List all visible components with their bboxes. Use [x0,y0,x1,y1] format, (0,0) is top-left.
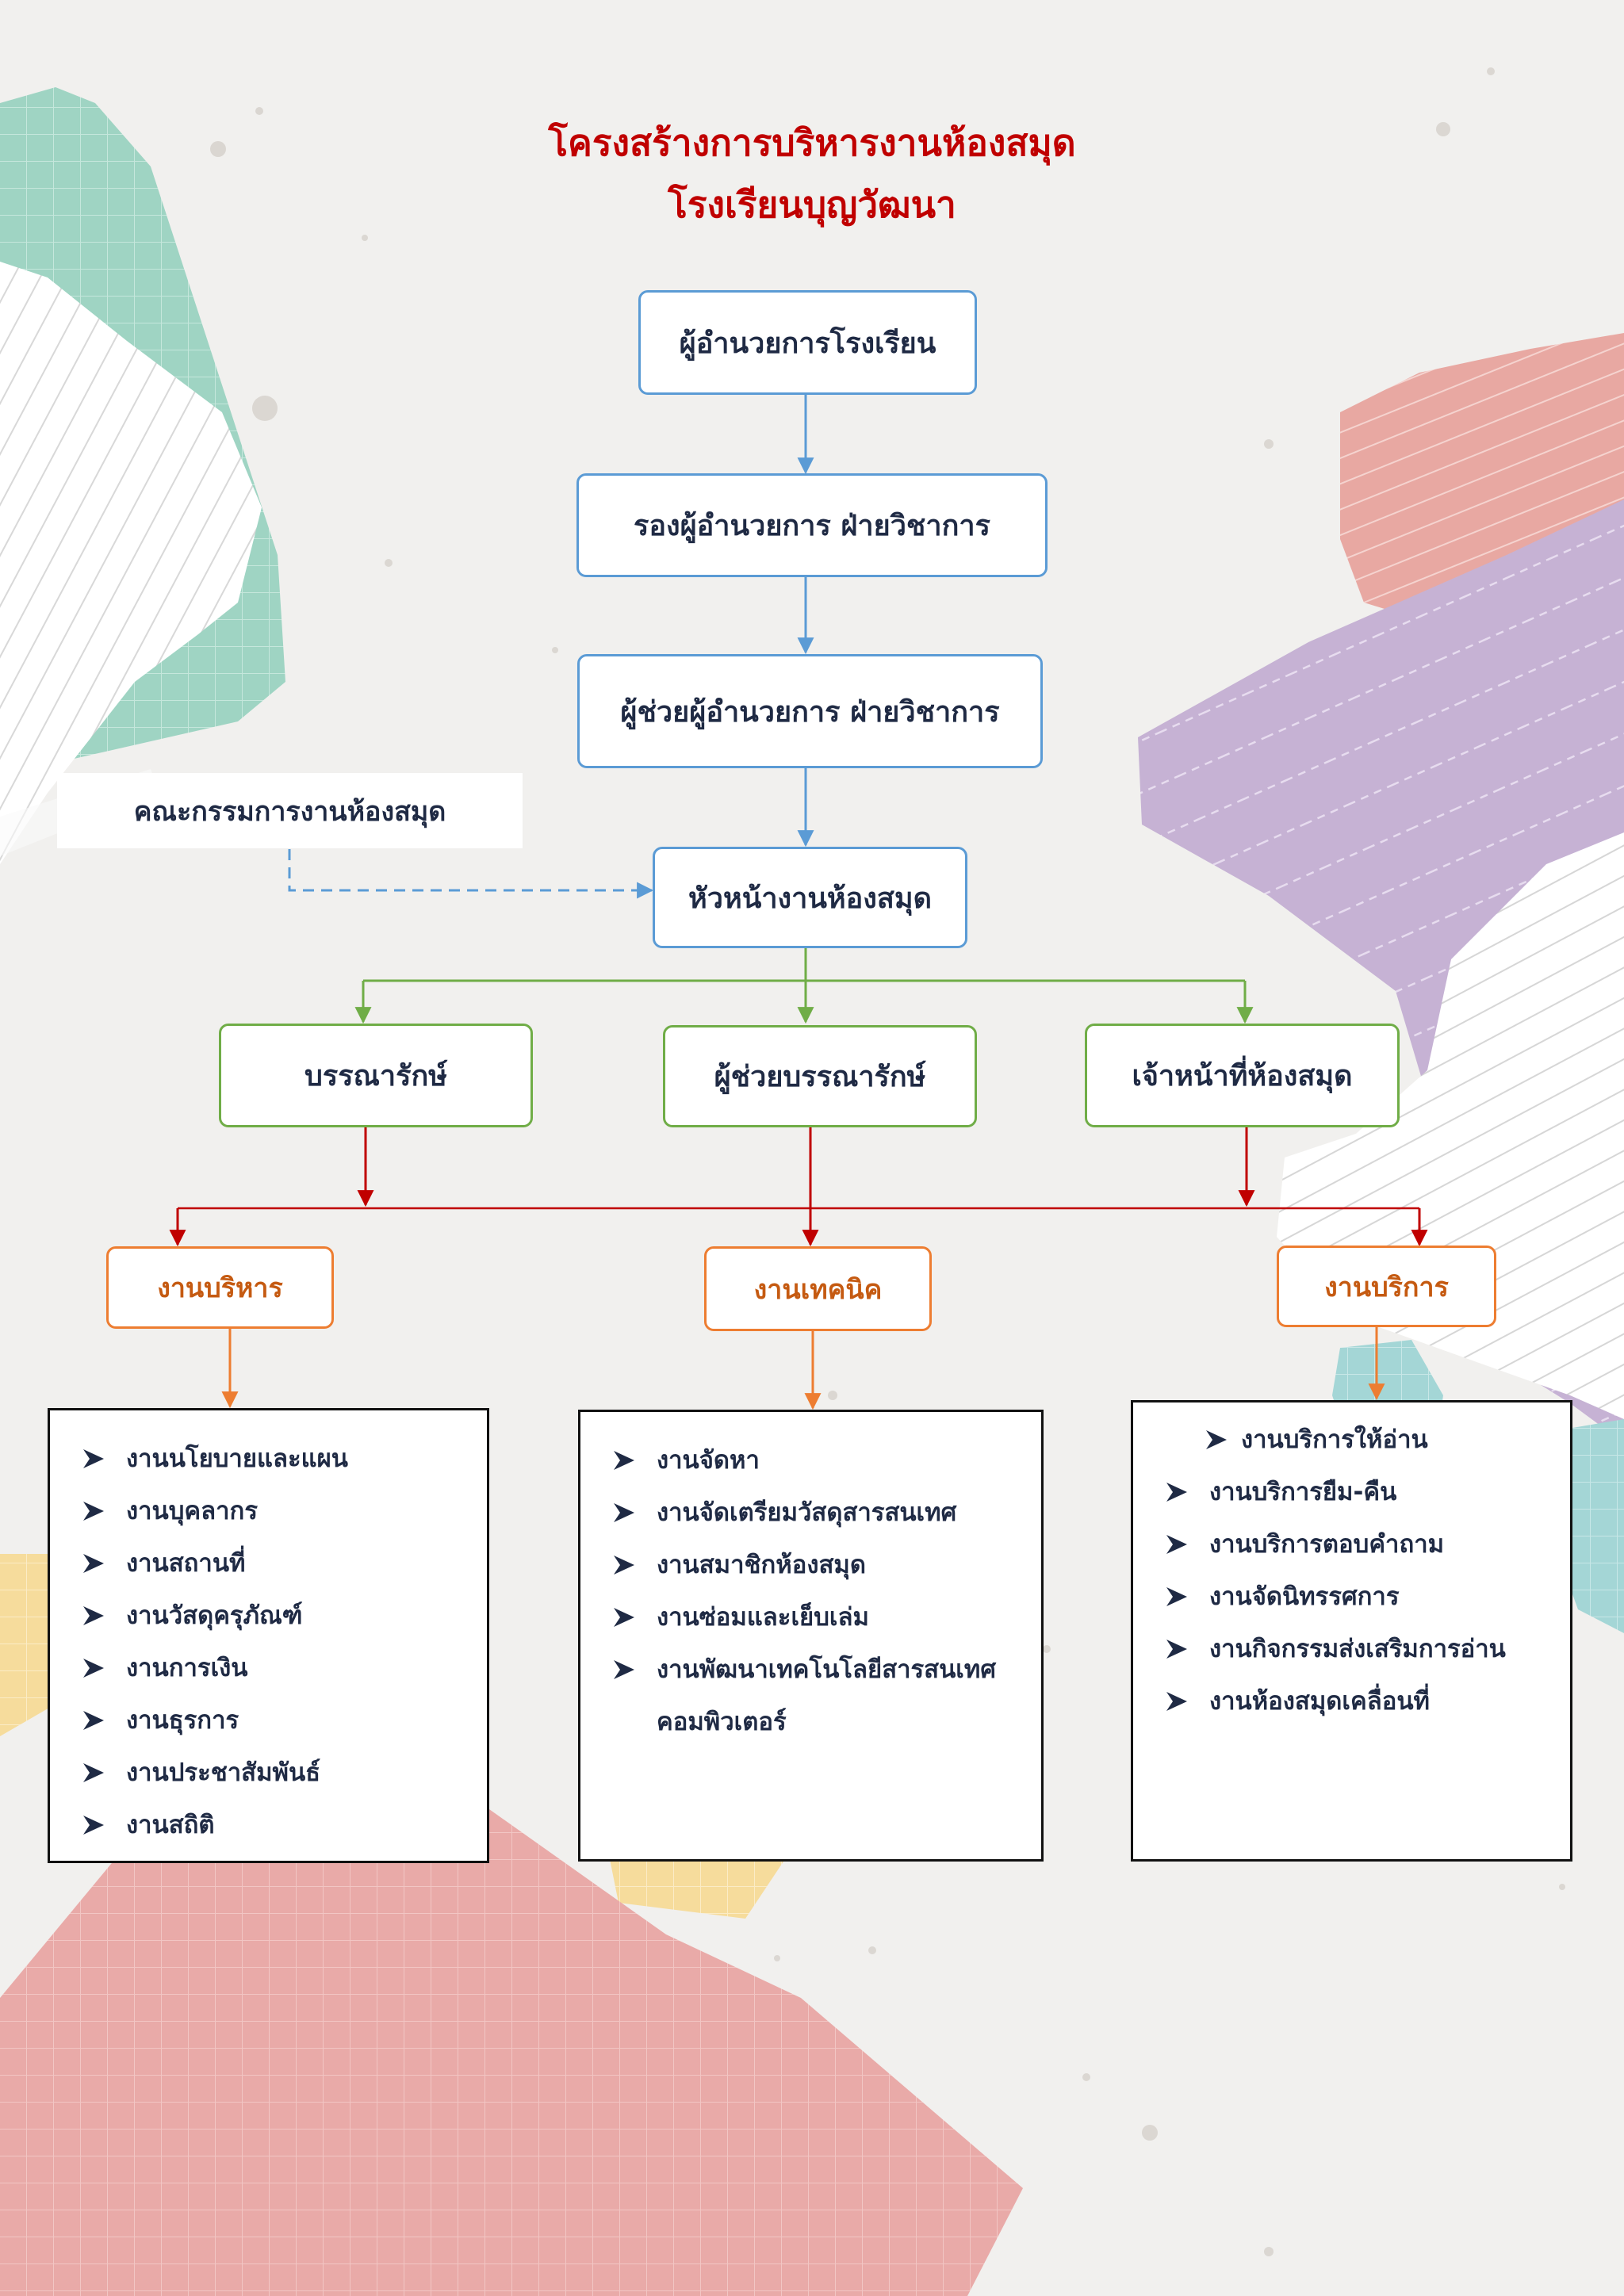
arrow-bullet-icon [609,1434,641,1487]
duty-label: งานสมาชิกห้องสมุด [657,1551,866,1579]
arrow-bullet-icon [609,1487,641,1539]
duty-item: งานบริการตอบคำถาม [1162,1518,1554,1571]
duty-label: งานบุคลากร [126,1497,258,1525]
technical-duties-box: งานจัดหางานจัดเตรียมวัสดุสารสนเทศงานสมาช… [578,1410,1044,1862]
duty-item: งานนโยบายและแผน [79,1433,471,1485]
diagram-title-line-1: โครงสร้างการบริหารงานห้องสมุด [548,121,1076,164]
arrow-bullet-icon [79,1642,110,1694]
arrow-bullet-icon [1162,1571,1193,1623]
duty-item: งานห้องสมุดเคลื่อนที่ [1162,1675,1554,1728]
node-library-committee: คณะกรรมการงานห้องสมุด [57,773,523,848]
duty-label: งานธุรการ [126,1706,239,1735]
arrow-bullet-icon [1162,1675,1193,1728]
duty-item: งานจัดเตรียมวัสดุสารสนเทศ [609,1487,1025,1539]
duty-label: งานพัฒนาเทคโนโลยีสารสนเทศ [657,1655,996,1684]
duty-item: งานจัดหา [609,1434,1025,1487]
arrow-bullet-icon [609,1644,641,1696]
duty-label: งานวัสดุครุภัณฑ์ [126,1601,303,1630]
arrow-bullet-icon [1162,1623,1193,1675]
duty-label: งานจัดนิทรรศการ [1209,1582,1400,1611]
duty-label: งานบริการยืม-คืน [1209,1478,1397,1506]
diagram-title-line-2: โรงเรียนบุญวัฒนา [668,183,956,226]
arrow-bullet-icon [1201,1414,1233,1466]
duty-item: งานบุคลากร [79,1485,471,1537]
node-admin-division: งานบริหาร [106,1246,334,1329]
duty-item: งานสมาชิกห้องสมุด [609,1539,1025,1591]
arrow-bullet-icon [609,1539,641,1591]
arrow-bullet-icon [609,1591,641,1644]
arrow-bullet-icon [1162,1466,1193,1518]
node-library-officer: เจ้าหน้าที่ห้องสมุด [1085,1024,1400,1127]
duty-label: งานบริการตอบคำถาม [1209,1530,1445,1559]
duty-item: งานบริการยืม-คืน [1162,1466,1554,1518]
duty-item: งานสถานที่ [79,1537,471,1590]
duty-label: งานกิจกรรมส่งเสริมการอ่าน [1209,1635,1506,1663]
duty-item: งานกิจกรรมส่งเสริมการอ่าน [1162,1623,1554,1675]
arrow-bullet-icon [79,1694,110,1747]
duty-label: งานจัดเตรียมวัสดุสารสนเทศ [657,1498,957,1527]
node-assistant-librarian: ผู้ช่วยบรรณารักษ์ [663,1025,977,1127]
duty-label: งานการเงิน [126,1654,248,1682]
arrow-bullet-icon [79,1799,110,1851]
duty-item: งานประชาสัมพันธ์ [79,1747,471,1799]
node-director: ผู้อำนวยการโรงเรียน [638,290,977,395]
duty-label: งานสถานที่ [126,1549,246,1578]
node-service-division: งานบริการ [1277,1246,1496,1327]
node-library-head: หัวหน้างานห้องสมุด [653,847,967,948]
arrow-bullet-icon [79,1433,110,1485]
duty-item: งานซ่อมและเย็บเล่ม [609,1591,1025,1644]
duty-item: งานวัสดุครุภัณฑ์ [79,1590,471,1642]
duty-label: งานบริการให้อ่าน [1241,1425,1428,1454]
node-technical-division: งานเทคนิค [704,1246,932,1331]
arrow-bullet-icon [79,1485,110,1537]
duty-label: งานประชาสัมพันธ์ [126,1758,321,1787]
duty-label: งานห้องสมุดเคลื่อนที่ [1209,1687,1430,1716]
duty-label: คอมพิวเตอร์ [657,1708,787,1736]
duty-item: งานสถิติ [79,1799,471,1851]
duty-item: งานพัฒนาเทคโนโลยีสารสนเทศ [609,1644,1025,1696]
node-librarian: บรรณารักษ์ [219,1024,533,1127]
duty-item: งานบริการให้อ่าน [1162,1414,1554,1466]
duty-item: งานธุรการ [79,1694,471,1747]
duty-item: งานการเงิน [79,1642,471,1694]
duty-label: งานนโยบายและแผน [126,1445,348,1473]
service-duties-box: งานบริการให้อ่านงานบริการยืม-คืนงานบริกา… [1131,1400,1572,1862]
duty-label: งานสถิติ [126,1811,215,1839]
duty-item-continuation: คอมพิวเตอร์ [609,1696,1025,1748]
arrow-bullet-icon [1162,1518,1193,1571]
duty-item: งานจัดนิทรรศการ [1162,1571,1554,1623]
node-deputy-director: รองผู้อำนวยการ ฝ่ายวิชาการ [576,473,1048,577]
admin-duties-box: งานนโยบายและแผนงานบุคลากรงานสถานที่งานวั… [48,1408,489,1863]
node-assistant-director: ผู้ช่วยผู้อำนวยการ ฝ่ายวิชาการ [577,654,1043,768]
arrow-bullet-icon [79,1747,110,1799]
duty-label: งานซ่อมและเย็บเล่ม [657,1603,869,1632]
arrow-bullet-icon [79,1537,110,1590]
duty-label: งานจัดหา [657,1446,760,1475]
arrow-bullet-icon [79,1590,110,1642]
